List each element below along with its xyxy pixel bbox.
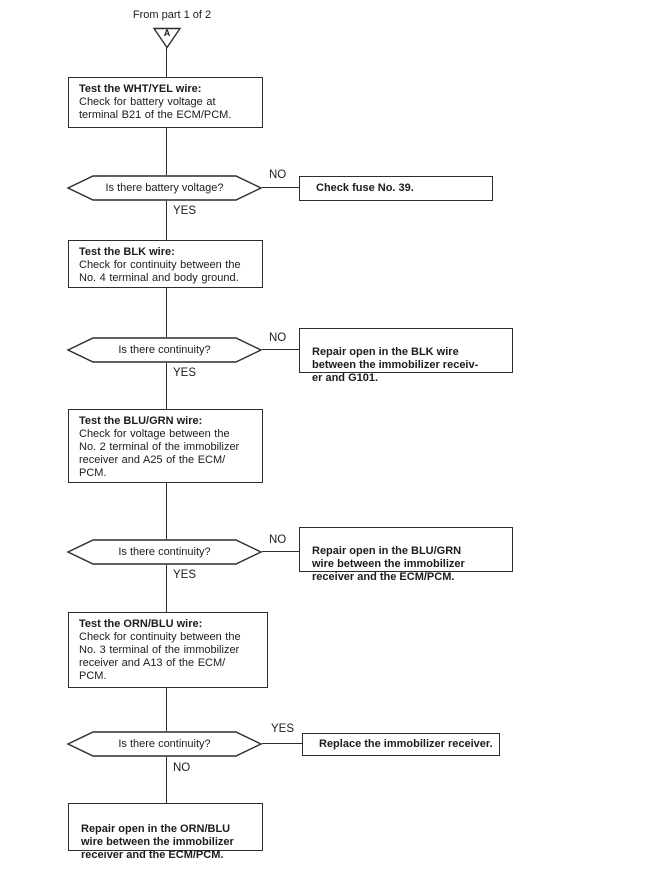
flow-line xyxy=(166,201,168,240)
process-box-body: Check for continuity between the No. 4 t… xyxy=(79,259,241,284)
action-box-text: Repair open in the BLK wire between the … xyxy=(312,346,479,384)
final-action-box-repair-orn-blu: Repair open in the ORN/BLU wire between … xyxy=(68,803,263,861)
action-box-text: Repair open in the ORN/BLU wire between … xyxy=(81,823,234,861)
flow-line xyxy=(166,565,168,612)
action-box-text: Repair open in the BLU/GRN wire between … xyxy=(312,545,465,583)
action-box-text: Check fuse No. 39. xyxy=(316,182,414,194)
decision-question: Is there battery voltage? xyxy=(105,182,224,194)
decision-continuity-orn-blu: Is there continuity? xyxy=(66,731,263,757)
branch-label-no: NO xyxy=(173,762,191,774)
action-box-repair-blk: Repair open in the BLK wire between the … xyxy=(299,328,513,384)
process-box-title: Test the ORN/BLU wire: xyxy=(79,618,203,630)
branch-label-yes: YES xyxy=(173,205,197,217)
flow-line xyxy=(262,551,300,553)
process-box-blu-grn: Test the BLU/GRN wire: Check for voltage… xyxy=(68,409,263,483)
process-box-title: Test the WHT/YEL wire: xyxy=(79,83,202,95)
action-box-replace-receiver: Replace the immobilizer receiver. xyxy=(302,733,500,756)
branch-label-no: NO xyxy=(269,332,287,344)
flow-line xyxy=(262,743,302,745)
branch-label-no: NO xyxy=(269,169,287,181)
process-box-body: Check for continuity between the No. 3 t… xyxy=(79,631,241,682)
connector-letter: A xyxy=(163,28,171,38)
process-box-title: Test the BLK wire: xyxy=(79,246,175,258)
flow-line xyxy=(166,363,168,409)
process-box-wht-yel: Test the WHT/YEL wire: Check for battery… xyxy=(68,77,263,128)
flow-line xyxy=(166,288,168,337)
flow-line xyxy=(166,688,168,731)
process-box-body: Check for voltage between the No. 2 term… xyxy=(79,428,240,479)
entry-label: From part 1 of 2 xyxy=(132,9,212,21)
branch-label-yes: YES xyxy=(173,367,197,379)
decision-continuity-blu-grn: Is there continuity? xyxy=(66,539,263,565)
action-box-repair-blu-grn: Repair open in the BLU/GRN wire between … xyxy=(299,527,513,583)
branch-label-no: NO xyxy=(269,534,287,546)
decision-battery-voltage: Is there battery voltage? xyxy=(66,175,263,201)
action-box-text: Replace the immobilizer receiver. xyxy=(319,738,493,750)
process-box-orn-blu: Test the ORN/BLU wire: Check for continu… xyxy=(68,612,268,688)
branch-label-yes: YES xyxy=(173,569,197,581)
flow-line xyxy=(262,187,300,189)
decision-continuity-blk: Is there continuity? xyxy=(66,337,263,363)
flow-line xyxy=(166,757,168,803)
flow-line xyxy=(166,483,168,539)
process-box-blk: Test the BLK wire: Check for continuity … xyxy=(68,240,263,288)
decision-question: Is there continuity? xyxy=(118,344,211,356)
branch-label-yes: YES xyxy=(271,723,295,735)
action-box-check-fuse: Check fuse No. 39. xyxy=(299,176,493,201)
process-box-body: Check for battery voltage at terminal B2… xyxy=(79,96,232,121)
decision-question: Is there continuity? xyxy=(118,546,211,558)
flow-line xyxy=(166,128,168,175)
flow-line xyxy=(262,349,300,351)
flow-line xyxy=(166,47,168,77)
process-box-title: Test the BLU/GRN wire: xyxy=(79,415,203,427)
connector-triangle-icon: A xyxy=(152,27,182,49)
decision-question: Is there continuity? xyxy=(118,738,211,750)
